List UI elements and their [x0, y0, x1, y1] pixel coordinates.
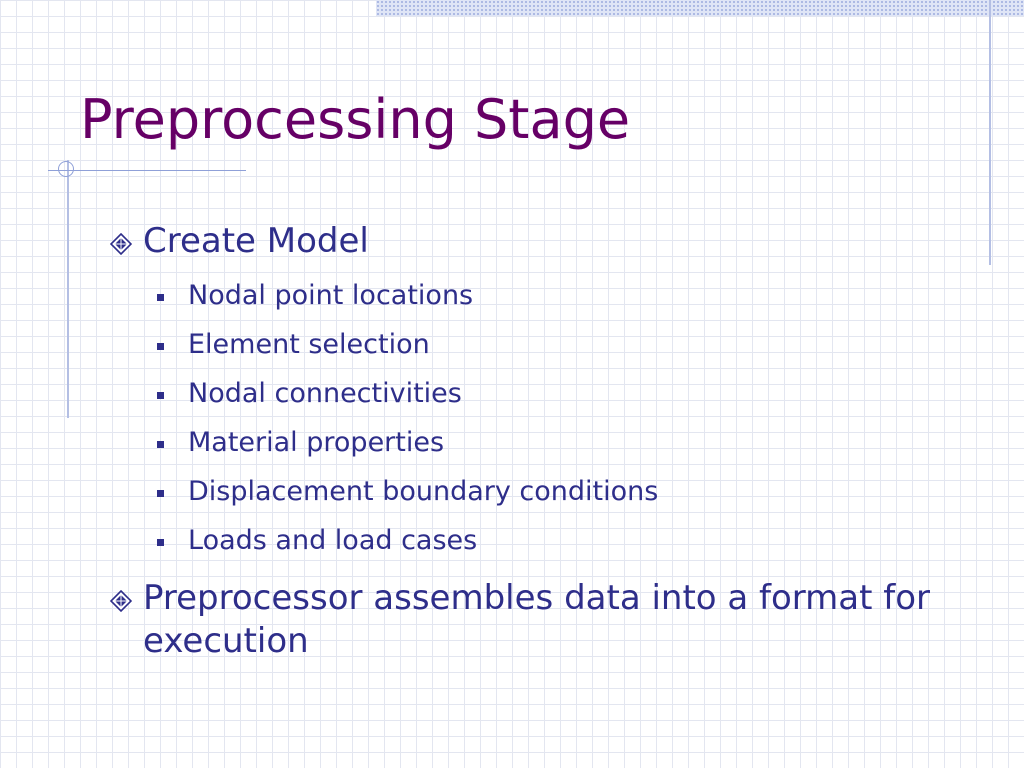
- bullet-text: Preprocessor assembles data into a forma…: [143, 578, 931, 661]
- slide-title: Preprocessing Stage: [80, 88, 631, 151]
- sub-bullet-text: Nodal connectivities: [188, 378, 462, 409]
- square-bullet-icon: [157, 490, 164, 497]
- sub-bullet-item: Nodal connectivities: [155, 376, 462, 412]
- sub-bullet-item: Nodal point locations: [155, 278, 473, 314]
- bullet-text: Create Model: [143, 221, 369, 261]
- left-vertical-rule: [67, 160, 69, 418]
- bullet-preprocessor: Preprocessor assembles data into a forma…: [108, 577, 978, 663]
- right-vertical-rule: [989, 0, 991, 265]
- square-bullet-icon: [157, 441, 164, 448]
- sub-bullet-item: Loads and load cases: [155, 523, 477, 559]
- diamond-bullet-icon: [110, 233, 132, 255]
- sub-bullet-text: Element selection: [188, 329, 430, 360]
- square-bullet-icon: [157, 392, 164, 399]
- diamond-bullet-icon: [110, 590, 132, 612]
- top-dotted-band: [376, 0, 1024, 16]
- sub-bullet-text: Loads and load cases: [188, 525, 478, 556]
- sub-bullet-item: Material properties: [155, 425, 444, 461]
- sub-bullet-item: Displacement boundary conditions: [155, 474, 658, 510]
- sub-bullet-item: Element selection: [155, 327, 430, 363]
- square-bullet-icon: [157, 539, 164, 546]
- corner-circle-ornament: [58, 161, 74, 177]
- title-underline-rule: [48, 170, 246, 171]
- sub-bullet-text: Material properties: [188, 427, 445, 458]
- bullet-create-model: Create Model: [108, 220, 978, 263]
- sub-bullet-text: Displacement boundary conditions: [188, 476, 659, 507]
- square-bullet-icon: [157, 343, 164, 350]
- square-bullet-icon: [157, 294, 164, 301]
- sub-bullet-text: Nodal point locations: [188, 280, 474, 311]
